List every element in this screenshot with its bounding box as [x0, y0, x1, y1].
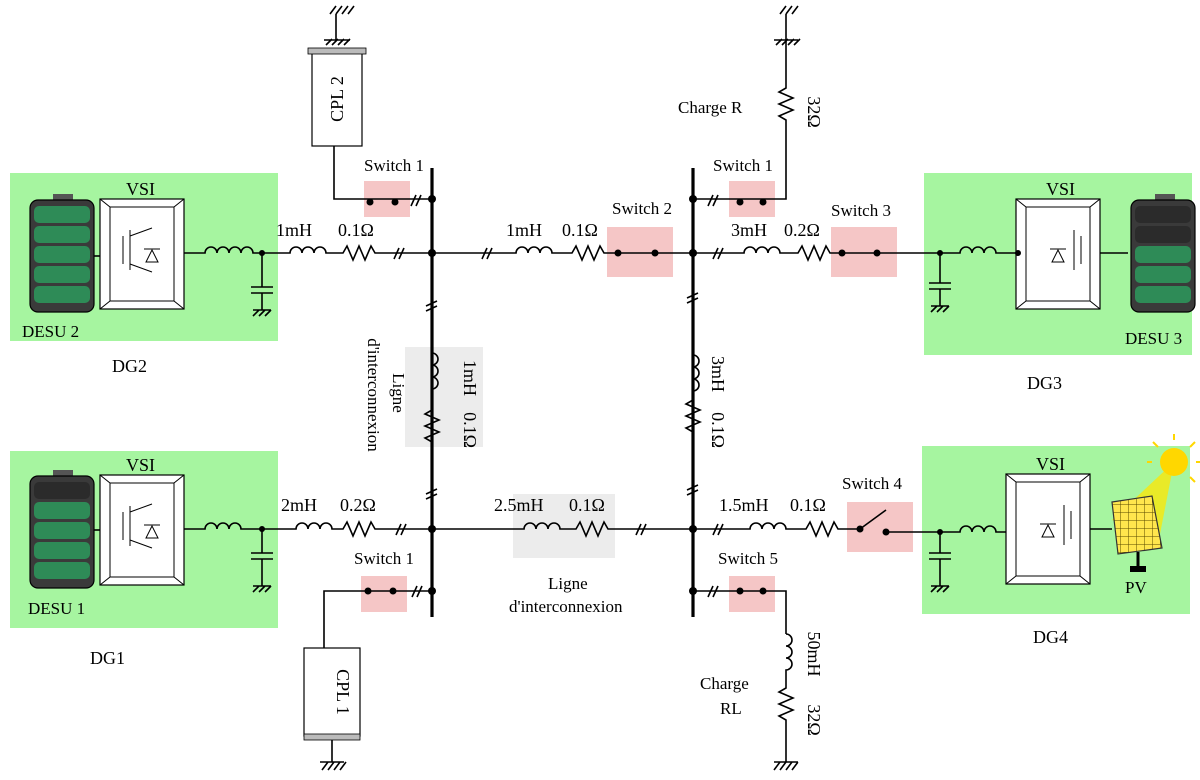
dg3-desu-label: DESU 3 — [1125, 329, 1182, 348]
switch-2-label: Switch 2 — [612, 199, 672, 218]
dg4-vsi-icon — [1005, 473, 1091, 585]
dg1-line-resistance: 0.2Ω — [340, 495, 376, 515]
switch-4-label: Switch 4 — [842, 474, 902, 493]
junction-dots — [259, 195, 1021, 595]
switch-3-label: Switch 3 — [831, 201, 891, 220]
left-line-inductance: 1mH — [460, 360, 480, 396]
dg3-line-resistance: 0.2Ω — [784, 220, 820, 240]
dg3-battery-icon — [1130, 194, 1196, 313]
pv-label: PV — [1125, 578, 1147, 597]
switch-cpl1-label: Switch 1 — [354, 549, 414, 568]
dg1-battery-icon — [29, 470, 95, 589]
charge-rl-inductance: 50mH — [804, 632, 824, 677]
dg1-vsi-icon — [99, 474, 185, 586]
cpl1-block — [303, 647, 361, 741]
dg3-vsi-icon — [1015, 198, 1101, 310]
left-interconnect-line1: Ligne — [389, 373, 408, 413]
dg2-line-inductance: 1mH — [276, 220, 312, 240]
dg3-line-inductance: 3mH — [731, 220, 767, 240]
dg4-name: DG4 — [1033, 627, 1068, 647]
dg2-line-resistance: 0.1Ω — [338, 220, 374, 240]
dg4-vsi-label: VSI — [1036, 454, 1065, 474]
bottom-line-resistance: 0.1Ω — [569, 495, 605, 515]
left-interconnect-box — [405, 347, 483, 447]
switch-box-4[interactable] — [847, 502, 913, 552]
dg1-name: DG1 — [90, 648, 125, 668]
dg4-line-resistance: 0.1Ω — [790, 495, 826, 515]
dg1-vsi-label: VSI — [126, 455, 155, 475]
dg3-vsi-label: VSI — [1046, 179, 1075, 199]
top-line-resistance: 0.1Ω — [562, 220, 598, 240]
cpl2-block — [307, 47, 367, 147]
dg4-line-inductance: 1.5mH — [719, 495, 769, 515]
dg2-vsi-label: VSI — [126, 179, 155, 199]
switch-box-5[interactable] — [729, 576, 775, 612]
dg2-battery-icon — [29, 194, 95, 313]
dg3-name: DG3 — [1027, 373, 1062, 393]
pv-panel-icon — [1111, 495, 1163, 572]
left-line-resistance: 0.1Ω — [460, 412, 480, 448]
bottom-interconnect-line2: d'interconnexion — [509, 597, 623, 616]
charge-r-value: 32Ω — [804, 96, 824, 127]
dg1-desu-label: DESU 1 — [28, 599, 85, 618]
cpl1-label: CPL 1 — [333, 669, 353, 715]
charge-rl-label-1: Charge — [700, 674, 749, 693]
dg1-line-inductance: 2mH — [281, 495, 317, 515]
right-line-resistance: 0.1Ω — [708, 412, 728, 448]
charge-r-label: Charge R — [678, 98, 743, 117]
top-line-inductance: 1mH — [506, 220, 542, 240]
dg2-desu-label: DESU 2 — [22, 322, 79, 341]
right-line-inductance: 3mH — [708, 356, 728, 392]
bottom-interconnect-box — [513, 494, 615, 558]
left-interconnect-line2: d'interconnexion — [364, 338, 383, 452]
bottom-line-inductance: 2.5mH — [494, 495, 544, 515]
switch-r-label: Switch 1 — [713, 156, 773, 175]
cpl2-label: CPL 2 — [327, 76, 347, 122]
dg2-name: DG2 — [112, 356, 147, 376]
dg2-vsi-icon — [99, 198, 185, 310]
bottom-interconnect-line1: Ligne — [548, 574, 588, 593]
switch-cpl2-label: Switch 1 — [364, 156, 424, 175]
charge-rl-label-2: RL — [720, 699, 742, 718]
switch-5-label: Switch 5 — [718, 549, 778, 568]
charge-rl-resistance: 32Ω — [804, 704, 824, 735]
